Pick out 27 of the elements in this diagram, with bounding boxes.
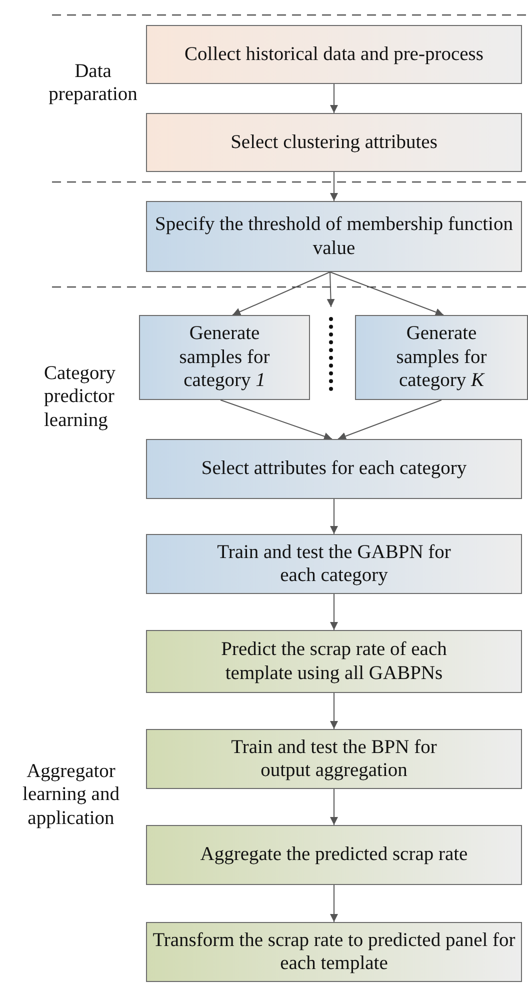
- arrow: [330, 272, 444, 316]
- arrow: [330, 498, 338, 534]
- arrow: [330, 692, 338, 730]
- arrow: [330, 172, 338, 202]
- arrow: [330, 594, 338, 630]
- ellipsis-mark: [329, 317, 333, 391]
- process-box: Generate samples for category 1: [139, 315, 310, 400]
- stage-label: Data preparation: [48, 60, 138, 107]
- arrow: [232, 272, 330, 316]
- process-box: Select attributes for each category: [146, 439, 522, 499]
- stage-label: Category predictor learning: [44, 362, 116, 432]
- process-box: Select clustering attributes: [146, 113, 522, 172]
- arrow: [330, 884, 338, 922]
- arrow: [326, 272, 335, 308]
- process-box: Transform the scrap rate to predicted panel for each template: [146, 922, 522, 982]
- stage-label: Aggregator learning and application: [22, 760, 120, 830]
- arrow: [220, 400, 332, 440]
- arrow: [330, 84, 338, 114]
- process-box: Predict the scrap rate of each template using all GABPNs: [146, 630, 522, 693]
- process-box: Collect historical data and pre-process: [146, 25, 522, 84]
- arrow: [330, 788, 338, 826]
- process-box: Generate samples for category K: [355, 315, 528, 400]
- process-box: Train and test the BPN for output aggregation: [146, 729, 522, 789]
- process-box: Train and test the GABPN for each category: [146, 534, 522, 594]
- arrow: [338, 400, 442, 440]
- process-box: Specify the threshold of membership function value: [146, 201, 522, 272]
- process-box: Aggregate the predicted scrap rate: [146, 825, 522, 885]
